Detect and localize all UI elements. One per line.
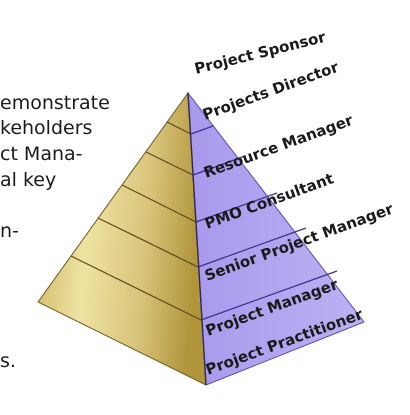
body-text-line: n-	[0, 220, 19, 242]
purple-tier-lines	[190, 125, 338, 321]
gold-tier-lines	[70, 121, 202, 321]
body-text-line: emonstrate	[0, 92, 110, 114]
body-text-line: al key	[0, 169, 57, 191]
pyramid-left-face	[37, 91, 207, 386]
body-text-line: keholders	[0, 117, 93, 139]
pyramid-ridge	[187, 92, 207, 386]
body-text-line: s.	[0, 350, 16, 372]
body-text-line: ct Mana-	[0, 143, 83, 165]
